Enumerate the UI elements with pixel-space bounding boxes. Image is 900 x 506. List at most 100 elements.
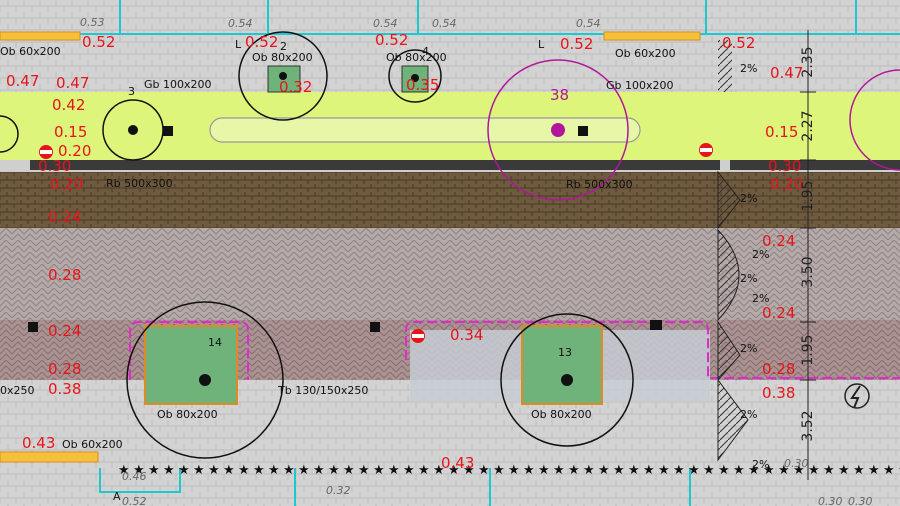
grey-elevation-label: 0.54 [373, 17, 398, 30]
star-marker: ★ [598, 463, 610, 478]
slope-label: 2% [740, 342, 757, 355]
tree-pit-13 [521, 325, 603, 405]
top-sidewalk-paving [0, 0, 900, 92]
tree-canopies [0, 31, 634, 459]
elevation-label: 0.43 [441, 454, 474, 472]
slope-label: 2% [740, 272, 757, 285]
element-label: 0x250 [0, 384, 35, 397]
slope-hatch-2 [717, 170, 741, 230]
green-strip-walkway [209, 117, 641, 143]
star-marker: ★ [133, 463, 145, 478]
tree-trunk-2 [279, 72, 287, 80]
star-marker: ★ [718, 463, 730, 478]
elevation-label: 0.24 [48, 208, 81, 226]
star-marker: ★ [388, 463, 400, 478]
star-marker: ★ [793, 463, 805, 478]
grey-elevation-label: 0.32 [326, 484, 351, 497]
star-marker: ★ [463, 463, 475, 478]
dimension-label: 2.35 [800, 46, 816, 77]
star-marker: ★ [538, 463, 550, 478]
elevation-label: 0.38 [48, 380, 81, 398]
star-marker: ★ [523, 463, 535, 478]
tree-trunk-4 [411, 74, 419, 82]
slope-label: 2% [740, 408, 757, 421]
star-marker: ★ [358, 463, 370, 478]
star-marker: ★ [268, 463, 280, 478]
elevation-label: 0.52 [722, 34, 755, 52]
star-marker: ★ [658, 463, 670, 478]
star-marker: ★ [853, 463, 865, 478]
star-marker: ★ [223, 463, 235, 478]
star-marker: ★ [643, 463, 655, 478]
hedge-box-3 [0, 451, 99, 463]
marker-label: A [113, 490, 121, 503]
tree-number: 4 [422, 45, 429, 58]
curb-edge-magenta [129, 321, 900, 380]
slope-hatch-5 [717, 378, 749, 462]
elevation-label: 0.47 [56, 74, 89, 92]
elevation-label: 0.24 [762, 232, 795, 250]
grey-elevation-label: 0.46 [122, 470, 147, 483]
star-marker: ★ [628, 463, 640, 478]
star-marker: ★ [613, 463, 625, 478]
elevation-label: 0.52 [82, 33, 115, 51]
star-marker: ★ [418, 463, 430, 478]
star-marker: ★ [208, 463, 220, 478]
dimension-label: 3.50 [800, 256, 816, 287]
star-marker: ★ [583, 463, 595, 478]
elevation-label: 0.20 [58, 142, 91, 160]
star-marker: ★ [733, 463, 745, 478]
star-marker: ★ [703, 463, 715, 478]
grey-elevation-label: 0.52 [122, 495, 147, 506]
star-marker: ★ [673, 463, 685, 478]
slope-label: 2% [740, 192, 757, 205]
elevation-label: 0.28 [48, 360, 81, 378]
slope-hatch-4 [717, 320, 741, 382]
star-marker: ★ [778, 463, 790, 478]
tree-number: 2 [280, 40, 287, 53]
elevation-label: 0.15 [54, 123, 87, 141]
elevation-label: 0.15 [765, 123, 798, 141]
element-label: Ob 60x200 [0, 45, 61, 58]
elevation-label: 0.43 [22, 434, 55, 452]
element-label: Tb 130/150x250 [277, 384, 368, 397]
grey-elevation-label: 0.30 [818, 495, 843, 506]
tree-trunk-3 [128, 125, 138, 135]
curb-stones-right [730, 160, 900, 170]
tree-number: 3 [128, 85, 135, 98]
hydrant-icon-3 [411, 329, 425, 343]
dimension-label: 1.95 [800, 180, 816, 211]
element-label: Gb 100x200 [144, 78, 212, 91]
star-marker: ★ [868, 463, 880, 478]
hedge-box-2 [603, 31, 701, 41]
star-marker: ★ [193, 463, 205, 478]
elevation-label: 0.30 [38, 157, 71, 175]
grey-elevation-label: 0.53 [80, 16, 105, 29]
elevation-label: 0.28 [48, 266, 81, 284]
elevation-label: 0.47 [6, 72, 39, 90]
star-marker: ★ [508, 463, 520, 478]
star-marker: ★ [253, 463, 265, 478]
star-marker: ★ [763, 463, 775, 478]
star-marker: ★ [823, 463, 835, 478]
element-label: Ob 60x200 [62, 438, 123, 451]
star-marker: ★ [238, 463, 250, 478]
grey-elevation-label: 0.30 [848, 495, 873, 506]
dimension-label: 1.95 [800, 334, 816, 365]
dimension-label: 2.27 [800, 110, 816, 141]
tree-number: 13 [558, 346, 572, 359]
elevation-label: 0.20 [50, 175, 83, 193]
slope-label: 2% [752, 292, 769, 305]
star-marker: ★ [748, 463, 760, 478]
grey-elevation-label: 0.30 [784, 457, 809, 470]
star-marker: ★ [898, 463, 900, 478]
star-marker: ★ [553, 463, 565, 478]
star-marker: ★ [433, 463, 445, 478]
elevation-label: 0.38 [762, 384, 795, 402]
star-marker: ★ [478, 463, 490, 478]
slope-label: 2% [740, 62, 757, 75]
grey-elevation-label: 0.54 [432, 17, 457, 30]
elevation-label: 0.47 [770, 64, 803, 82]
